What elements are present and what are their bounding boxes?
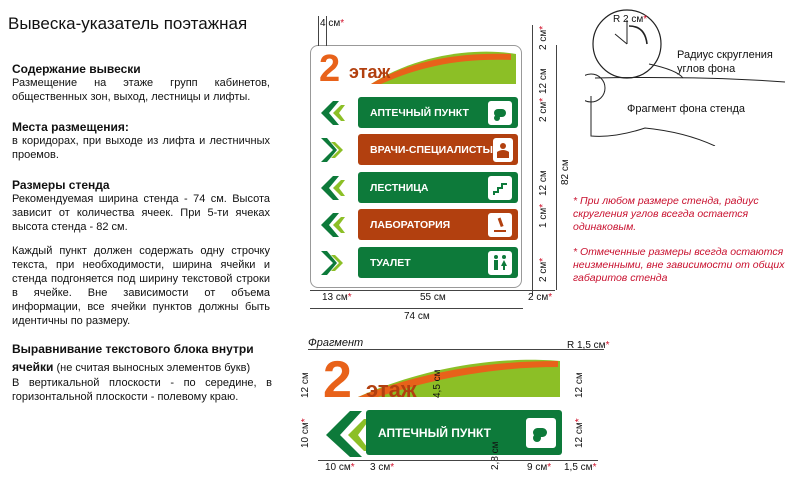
dim-label: 74 см: [404, 311, 430, 322]
note: * При любом размере стенда, радиус скруг…: [573, 195, 759, 233]
sign-row-label: ВРАЧИ-СПЕЦИАЛИСТЫ: [370, 143, 493, 156]
sign-row: ЛЕСТНИЦА: [358, 172, 518, 203]
dim-label: 9 см*: [527, 462, 552, 473]
dim-label: 2 см*: [538, 97, 549, 122]
sign-board: 2 этаж АПТЕЧНЫЙ ПУНКТ ВРАЧИ-СПЕЦИАЛИСТЫ …: [310, 45, 522, 288]
sign-row-label: АПТЕЧНЫЙ ПУНКТ: [378, 425, 491, 440]
sign-row-label: ЛЕСТНИЦА: [370, 181, 429, 194]
microscope-icon: [488, 212, 512, 237]
floor-number: 2: [319, 48, 341, 90]
dim-label: 2 см*: [538, 25, 549, 50]
dim-label: 4,5 см: [432, 369, 443, 398]
fragment-label: Фрагмент: [308, 337, 364, 349]
dim-label: 10 см*: [300, 418, 311, 448]
dim-label: 55 см: [420, 292, 446, 303]
dim-label: 10 см*: [325, 462, 355, 473]
section-text: в коридорах, при выходе из лифта и лестн…: [12, 135, 270, 161]
section-text: Каждый пункт должен содержать одну строч…: [12, 245, 270, 327]
dim-label: 12 см: [538, 68, 549, 94]
sign-row: ЛАБОРАТОРИЯ: [358, 209, 518, 240]
fragment-caption: Фрагмент фона стенда: [627, 103, 746, 115]
floor-number: 2: [323, 351, 352, 409]
section-text: Размещение на этаже групп кабинетов, общ…: [12, 77, 270, 103]
floor-word: этаж: [366, 377, 417, 402]
section-heading: Места размещения:: [12, 120, 129, 134]
section-rules: Каждый пункт должен содержать одну строч…: [12, 244, 270, 328]
sign-row-label: ЛАБОРАТОРИЯ: [370, 218, 451, 231]
sign-row: ТУАЛЕТ: [358, 247, 518, 278]
dim-label: 12 см: [538, 170, 549, 196]
dim-label: 12 см: [300, 372, 311, 398]
dim-label: 13 см*: [322, 292, 352, 303]
header-swoosh: [371, 51, 516, 84]
section-alignment: Выравнивание текстового блока внутри яче…: [12, 340, 272, 404]
arrow-icon: [321, 176, 345, 200]
arrow-icon: [321, 101, 345, 125]
dim-label: 12 см*: [574, 418, 585, 448]
floor-word: этаж: [349, 62, 391, 82]
fragment-graphic: [326, 359, 560, 457]
arrow-icon: [321, 213, 345, 237]
radius-label: R 2 см*: [613, 14, 648, 25]
sign-row: АПТЕЧНЫЙ ПУНКТ: [358, 97, 518, 128]
doctor-icon: [492, 137, 513, 162]
section-heading: Выравнивание текстового блока внутри яче…: [12, 342, 254, 374]
section-heading: Содержание вывески: [12, 62, 141, 76]
dim-label: 2 см*: [528, 292, 553, 303]
radius-caption: Радиус скругления углов фона: [677, 49, 773, 75]
note: * Отмеченные размеры всегда остаются неи…: [573, 246, 785, 284]
dim-label: 12 см: [574, 372, 585, 398]
section-text: Рекомендуемая ширина стенда - 74 см. Выс…: [12, 193, 270, 233]
section-heading-suffix: (не считая выносных элементов букв): [53, 362, 251, 374]
section-sizes: Размеры стенда Рекомендуемая ширина стен…: [12, 178, 270, 234]
dim-label: 3 см*: [370, 462, 395, 473]
dim-label: 4 см*: [320, 18, 345, 29]
section-placement: Места размещения: в коридорах, при выход…: [12, 120, 270, 162]
arrow-column: [321, 101, 345, 275]
sign-row-label: АПТЕЧНЫЙ ПУНКТ: [370, 106, 469, 119]
dim-label: 1 см*: [538, 203, 549, 228]
section-content: Содержание вывески Размещение на этаже г…: [12, 62, 270, 104]
sign-row: ВРАЧИ-СПЕЦИАЛИСТЫ: [358, 134, 518, 165]
dim-label: 2 см*: [538, 257, 549, 282]
arrow-icon: [321, 251, 343, 275]
stairs-icon: [488, 175, 512, 200]
dim-label: R 1,5 см*: [567, 340, 610, 351]
dim-label: 2,8 см: [490, 441, 501, 470]
pharmacy-icon: [526, 417, 556, 448]
radius-detail: [585, 9, 786, 146]
sign-row: АПТЕЧНЫЙ ПУНКТ: [366, 410, 562, 455]
toilet-icon: [488, 250, 512, 275]
page-title: Вывеска-указатель поэтажная: [8, 14, 248, 33]
arrow-icon: [321, 138, 343, 162]
dim-label: 1,5 см*: [564, 462, 597, 473]
section-heading: Размеры стенда: [12, 178, 110, 192]
pharmacy-icon: [488, 100, 512, 125]
sign-row-label: ТУАЛЕТ: [370, 256, 411, 269]
dim-label: 82 см: [560, 159, 571, 185]
section-text: В вертикальной плоскости - по середине, …: [12, 377, 272, 403]
